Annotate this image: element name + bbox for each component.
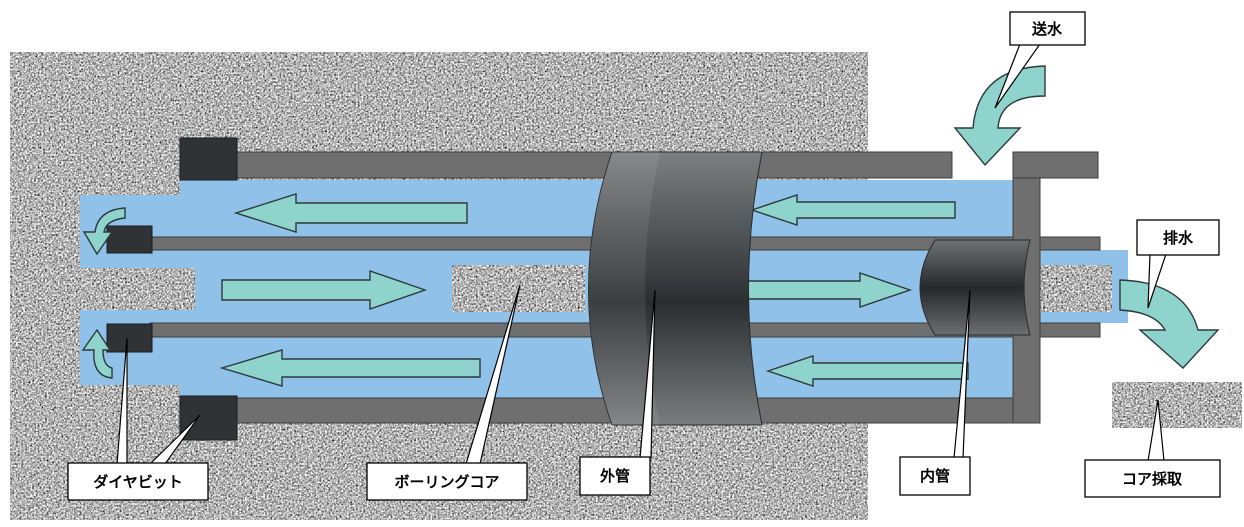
outer-tube-flange-top — [1012, 151, 1099, 179]
callout-box — [67, 462, 209, 501]
diamond-bit-inner-bottom — [106, 323, 153, 353]
diamond-bit-outer-bottom — [179, 395, 238, 441]
flow-arrow-curved-bit-bottom — [81, 328, 113, 379]
water-supply-arrow — [953, 65, 1046, 167]
outer-tube-cylinder — [588, 151, 763, 426]
collected-core-sample — [1112, 382, 1242, 428]
label-boring-core: ボーリングコア — [394, 473, 499, 491]
inner-tube-cylinder — [919, 239, 1031, 336]
label-water-supply: 送水 — [1031, 20, 1063, 38]
callout-box — [366, 462, 528, 501]
flow-arrow-left-bottom-outer — [219, 349, 481, 387]
callout-outer-tube: 外管 — [579, 289, 656, 496]
callout-box — [1136, 219, 1220, 256]
label-outer-tube: 外管 — [599, 467, 630, 485]
flow-arrow-left-bottom-inner — [765, 355, 969, 387]
callout-drainage: 排水 — [1136, 219, 1220, 309]
label-core-sampling: コア採取 — [1122, 470, 1183, 488]
label-drainage: 排水 — [1163, 229, 1194, 247]
outer-tube-cylinder-face — [588, 152, 660, 425]
callout-water-supply: 送水 — [994, 11, 1086, 109]
callout-box — [899, 456, 971, 496]
flow-arrow-right-middle-left — [221, 270, 428, 310]
diamond-bit-outer-top — [179, 137, 238, 181]
diamond-bit-inner-top — [106, 225, 153, 254]
flow-arrow-left-top-inner — [749, 194, 956, 226]
callout-box — [579, 456, 651, 496]
callout-core-sampling: コア採取 — [1084, 399, 1221, 498]
callout-boring-core: ボーリングコア — [366, 284, 528, 501]
rock-core-left — [80, 268, 195, 310]
label-inner-tube: 内管 — [920, 467, 950, 485]
callout-box — [1009, 11, 1086, 46]
flow-arrow-curved-bit-top — [82, 207, 126, 256]
callout-box — [1084, 459, 1221, 498]
drainage-arrow — [1119, 279, 1220, 369]
label-diamond-bit: ダイヤビット — [93, 473, 183, 491]
flow-arrow-left-top-outer — [233, 193, 468, 233]
callout-diamond-bit: ダイヤビット — [67, 337, 209, 501]
outer-tube-top-wall — [235, 151, 953, 179]
callout-inner-tube: 内管 — [899, 289, 971, 496]
